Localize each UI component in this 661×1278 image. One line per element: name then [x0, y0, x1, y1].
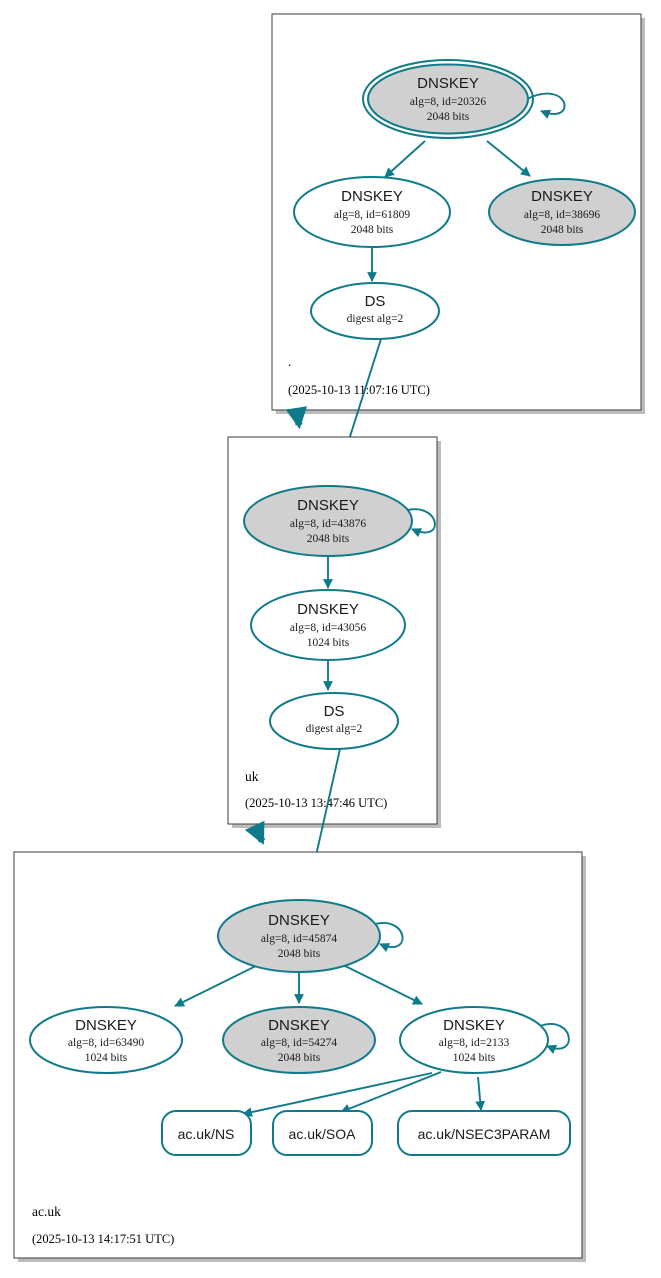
node-uk-dnskey-43876[interactable]: DNSKEY alg=8, id=43876 2048 bits	[243, 485, 413, 557]
edge-root-ksk-self-sign	[526, 92, 566, 119]
zone-root: DNSKEY alg=8, id=20326 2048 bits DNSKEY …	[271, 13, 645, 414]
node-root-ksk-body	[367, 63, 529, 135]
node-acuk-dnskey-45874[interactable]: DNSKEY alg=8, id=45874 2048 bits	[217, 899, 381, 973]
edge-delegation-root-to-uk	[285, 406, 308, 430]
rrset-nsec3param-label: ac.uk/NSEC3PARAM	[418, 1126, 551, 1142]
node-acuk-dnskey-63490[interactable]: DNSKEY alg=8, id=63490 1024 bits	[29, 1006, 183, 1074]
zone-uk-name: uk	[245, 769, 259, 784]
node-acuk-k63490-body	[29, 1006, 183, 1074]
node-root-k38696-title: DNSKEY	[531, 188, 593, 205]
node-acuk-k63490-title: DNSKEY	[75, 1017, 137, 1034]
node-acuk-ksk-line2: alg=8, id=45874	[261, 933, 337, 945]
node-acuk-dnskey-2133[interactable]: DNSKEY alg=8, id=2133 1024 bits	[399, 1006, 549, 1074]
node-root-ds-title: DS	[365, 293, 386, 310]
node-uk-k43056-line3: 1024 bits	[307, 637, 350, 649]
edge-acuk-ksk-to-2133	[338, 962, 423, 1005]
node-acuk-dnskey-54274[interactable]: DNSKEY alg=8, id=54274 2048 bits	[222, 1006, 376, 1074]
node-uk-k43056-body	[250, 589, 406, 661]
node-root-ds[interactable]: DS digest alg=2	[310, 282, 440, 340]
node-acuk-k54274-body	[222, 1006, 376, 1074]
edge-acuk-2133-to-nsec3param	[475, 1076, 486, 1111]
node-uk-dnskey-43056[interactable]: DNSKEY alg=8, id=43056 1024 bits	[250, 589, 406, 661]
node-root-k61809-title: DNSKEY	[341, 188, 403, 205]
node-acuk-ksk-line3: 2048 bits	[278, 948, 321, 960]
node-uk-k43056-line2: alg=8, id=43056	[290, 622, 366, 634]
node-root-ksk-outer-ring	[362, 59, 534, 139]
edge-acuk-2133-to-soa	[340, 1071, 442, 1114]
node-root-dnskey-61809[interactable]: DNSKEY alg=8, id=61809 2048 bits	[293, 176, 451, 248]
zone-acuk-timestamp: (2025-10-13 14:17:51 UTC)	[32, 1232, 174, 1246]
zone-root-name: .	[288, 354, 291, 369]
rrset-acuk-soa[interactable]: ac.uk/SOA	[272, 1110, 373, 1156]
node-root-dnskey-38696[interactable]: DNSKEY alg=8, id=38696 2048 bits	[488, 178, 636, 246]
edge-acuk-ksk-self-sign	[371, 922, 404, 953]
edge-uk-ksk-self-sign	[403, 508, 436, 538]
rrset-ns-box	[161, 1110, 252, 1156]
node-uk-ksk-body	[243, 485, 413, 557]
node-acuk-k63490-line3: 1024 bits	[85, 1052, 128, 1064]
node-acuk-k2133-line3: 1024 bits	[453, 1052, 496, 1064]
node-root-dnskey-20326[interactable]: DNSKEY alg=8, id=20326 2048 bits	[362, 59, 534, 139]
node-uk-ds-title: DS	[324, 703, 345, 720]
node-uk-ds-body	[269, 692, 399, 750]
zone-uk-timestamp: (2025-10-13 13:47:46 UTC)	[245, 796, 387, 810]
node-root-k61809-line2: alg=8, id=61809	[334, 209, 410, 221]
node-uk-ksk-line2: alg=8, id=43876	[290, 518, 366, 530]
node-root-ksk-line2: alg=8, id=20326	[410, 96, 486, 108]
edge-acuk-ksk-to-63490	[174, 962, 263, 1007]
rrset-nsec3param-box	[397, 1110, 571, 1156]
zone-root-timestamp: (2025-10-13 11:07:16 UTC)	[288, 383, 430, 397]
node-uk-k43056-title: DNSKEY	[297, 601, 359, 618]
rrset-soa-box	[272, 1110, 373, 1156]
rrset-soa-label: ac.uk/SOA	[289, 1126, 357, 1142]
node-root-ksk-title: DNSKEY	[417, 75, 479, 92]
node-uk-ds-line2: digest alg=2	[306, 723, 363, 735]
node-acuk-k63490-line2: alg=8, id=63490	[68, 1037, 144, 1049]
node-root-ksk-line3: 2048 bits	[427, 111, 470, 123]
edge-delegation-uk-to-acuk	[244, 820, 266, 845]
rrset-acuk-nsec3param[interactable]: ac.uk/NSEC3PARAM	[397, 1110, 571, 1156]
node-acuk-k54274-line2: alg=8, id=54274	[261, 1037, 337, 1049]
node-root-k61809-line3: 2048 bits	[351, 224, 394, 236]
node-acuk-k54274-title: DNSKEY	[268, 1017, 330, 1034]
node-acuk-k2133-body	[399, 1006, 549, 1074]
node-acuk-k2133-line2: alg=8, id=2133	[439, 1037, 510, 1049]
node-uk-ksk-title: DNSKEY	[297, 497, 359, 514]
edge-root-ksk-to-38696	[486, 140, 531, 177]
node-root-k38696-body	[488, 178, 636, 246]
rrset-acuk-ns[interactable]: ac.uk/NS	[161, 1110, 252, 1156]
node-acuk-ksk-body	[217, 899, 381, 973]
node-acuk-k54274-line3: 2048 bits	[278, 1052, 321, 1064]
node-root-k38696-line3: 2048 bits	[541, 224, 584, 236]
node-acuk-k2133-title: DNSKEY	[443, 1017, 505, 1034]
node-root-k61809-body	[293, 176, 451, 248]
node-acuk-ksk-title: DNSKEY	[268, 912, 330, 929]
edge-acuk-2133-to-ns	[242, 1072, 433, 1117]
node-root-k38696-line2: alg=8, id=38696	[524, 209, 600, 221]
node-root-ds-line2: digest alg=2	[347, 313, 404, 325]
zone-acuk: DNSKEY alg=8, id=45874 2048 bits DNSKEY …	[13, 851, 586, 1262]
node-uk-ksk-line3: 2048 bits	[307, 533, 350, 545]
rrset-ns-label: ac.uk/NS	[178, 1126, 235, 1142]
edge-root-ksk-to-61809	[384, 140, 426, 178]
edge-acuk-2133-self-sign	[539, 1023, 570, 1055]
node-root-ds-body	[310, 282, 440, 340]
zone-acuk-name: ac.uk	[32, 1204, 61, 1219]
node-uk-ds[interactable]: DS digest alg=2	[269, 692, 399, 750]
